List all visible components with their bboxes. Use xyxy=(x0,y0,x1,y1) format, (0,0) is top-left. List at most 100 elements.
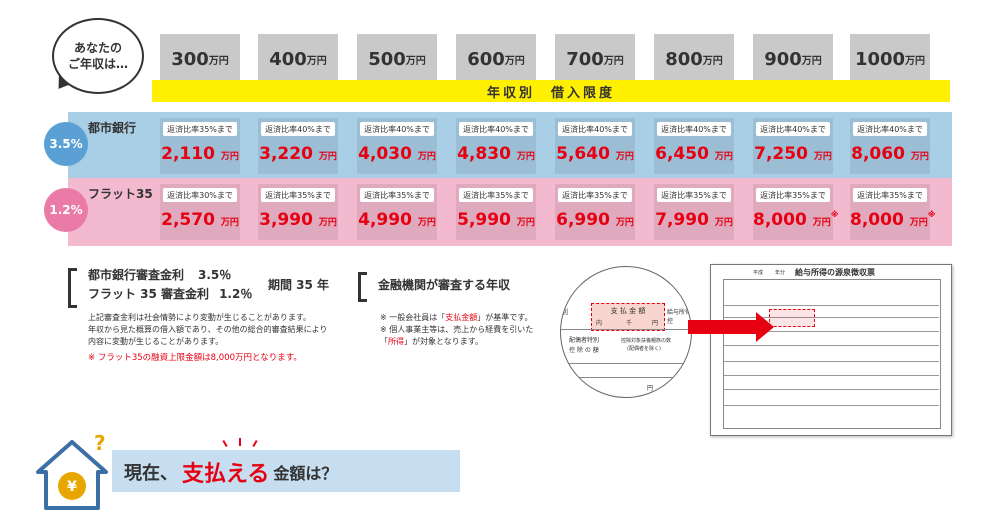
doc-line xyxy=(723,389,939,390)
loan-amount-value: 8,000 xyxy=(850,210,904,230)
loan-amount-unit: 万円 xyxy=(813,152,832,162)
loan-amount-unit: 万円 xyxy=(516,218,535,228)
loan-amount-value: 5,640 xyxy=(556,144,610,164)
doc-line xyxy=(723,361,939,362)
repayment-ratio-tag: 返済比率35%まで xyxy=(657,188,731,202)
income-unit: 万円 xyxy=(801,55,822,67)
table-title-bar: 年収別 借入限度 xyxy=(152,80,950,102)
footnote-mark: ※ xyxy=(830,210,839,219)
loan-amount-unit: 万円 xyxy=(714,152,733,162)
loan-amount-unit: 万円 xyxy=(516,152,535,162)
loan-amount: 2,570 万円 xyxy=(160,210,240,230)
mag-field4: 控 除 の 額 xyxy=(569,347,599,354)
flat35-limit-note: ※ フラット35の融資上限金額は8,000万円となります。 xyxy=(88,353,302,363)
loan-term: 期間 35 年 xyxy=(268,278,330,292)
loan-amount-value: 5,990 xyxy=(457,210,511,230)
city-bank-rate-value: 3.5％ xyxy=(198,268,232,282)
loan-amount-unit: 万円 xyxy=(909,218,928,228)
notes-bracket-mid xyxy=(358,272,367,302)
withholding-slip-image: 平成 年分 給与所得の源泉徴収票 xyxy=(710,264,952,436)
emphasis-rays xyxy=(220,438,260,448)
income-value: 1000 xyxy=(854,48,906,70)
mag-line xyxy=(561,329,691,330)
loan-amount-value: 4,030 xyxy=(358,144,412,164)
payment-amount-label: 支 払 金 額 xyxy=(610,307,646,315)
loan-amount: 8,000 万円※ xyxy=(753,210,839,230)
footnote-mark: ※ xyxy=(927,210,936,219)
doc-line xyxy=(723,305,939,306)
city-bank-rate-label: 都市銀行審査金利 xyxy=(88,268,185,282)
doc-era-label: 平成 xyxy=(753,270,764,276)
mag-row3: 円 xyxy=(652,320,659,327)
repayment-ratio-tag: 返済比率40%まで xyxy=(756,122,830,136)
loan-amount-value: 7,250 xyxy=(754,144,808,164)
income-value: 800 xyxy=(665,48,703,70)
loan-amount-value: 7,990 xyxy=(655,210,709,230)
flat35-label: フラット35 xyxy=(88,187,153,201)
repayment-ratio-tag: 返済比率35%まで xyxy=(163,122,237,136)
doc-line xyxy=(723,331,939,332)
loan-amount-value: 4,830 xyxy=(457,144,511,164)
loan-amount-value: 6,990 xyxy=(556,210,610,230)
note3-pre: 「 xyxy=(380,337,388,346)
loan-amount-value: 8,060 xyxy=(851,144,905,164)
mag-field3: 配偶者特別 xyxy=(569,337,600,344)
repayment-ratio-tag: 返済比率35%まで xyxy=(558,188,632,202)
flat35-rate-value: 1.2％ xyxy=(219,287,253,301)
loan-amount-value: 2,570 xyxy=(161,210,215,230)
note1-post: 」が基準です。 xyxy=(477,313,533,322)
loan-amount: 6,450 万円 xyxy=(654,144,734,164)
income-unit: 万円 xyxy=(504,55,525,67)
loan-amount-value: 6,450 xyxy=(655,144,709,164)
bottom-banner xyxy=(112,450,460,492)
loan-amount: 8,000 万円※ xyxy=(850,210,936,230)
flat35-rate-badge: 1.2% xyxy=(44,188,88,232)
disclaimer-text: 上記審査金利は社会情勢により変動が生じることがあります。 年収から見た概算の借入… xyxy=(88,312,327,348)
income-value: 300 xyxy=(171,48,209,70)
loan-amount-value: 4,990 xyxy=(358,210,412,230)
income-unit: 万円 xyxy=(603,55,624,67)
loan-amount: 7,990 万円 xyxy=(654,210,734,230)
loan-amount: 6,990 万円 xyxy=(555,210,635,230)
doc-table xyxy=(723,279,941,429)
doc-highlight-box xyxy=(769,309,815,327)
note1-pre: ※ 一般会社員は「 xyxy=(380,313,446,322)
loan-amount-unit: 万円 xyxy=(318,218,337,228)
repayment-ratio-tag: 返済比率35%まで xyxy=(261,188,335,202)
doc-title: 給与所得の源泉徴収票 xyxy=(795,268,875,277)
income-question-bubble: あなたの ご年収は… xyxy=(52,18,144,94)
loan-amount-unit: 万円 xyxy=(714,218,733,228)
yen-symbol: ¥ xyxy=(67,479,77,495)
repayment-ratio-tag: 返済比率40%まで xyxy=(558,122,632,136)
mag-top-label: 別 xyxy=(561,308,568,316)
disclaimer-line-1: 上記審査金利は社会情勢により変動が生じることがあります。 xyxy=(88,313,312,322)
banner-text: 現在、 支払える 金額は？ xyxy=(124,452,337,492)
repayment-ratio-tag: 返済比率35%まで xyxy=(360,188,434,202)
repayment-ratio-tag: 返済比率40%まで xyxy=(360,122,434,136)
income-value: 900 xyxy=(764,48,802,70)
loan-amount-value: 2,110 xyxy=(161,144,215,164)
doc-year-label: 年分 xyxy=(775,270,786,276)
loan-amount: 5,990 万円 xyxy=(456,210,536,230)
loan-amount-value: 3,220 xyxy=(259,144,313,164)
loan-amount: 5,640 万円 xyxy=(555,144,635,164)
city-bank-rate-badge: 3.5% xyxy=(44,122,88,166)
doc-line xyxy=(723,375,939,376)
loan-amount: 3,990 万円 xyxy=(258,210,338,230)
banner-post: 金額は？ xyxy=(273,464,338,483)
mag-line xyxy=(561,377,691,378)
income-value: 400 xyxy=(269,48,307,70)
income-value: 500 xyxy=(368,48,406,70)
repayment-ratio-tag: 返済比率35%まで xyxy=(853,188,927,202)
note3-post: 」が対象となります。 xyxy=(404,337,483,346)
income-unit: 万円 xyxy=(702,55,723,67)
notes-bracket-left xyxy=(68,268,77,308)
mag-side: 給与所得控 xyxy=(667,309,692,325)
banner-pre: 現在、 xyxy=(124,463,178,484)
loan-amount-unit: 万円 xyxy=(318,152,337,162)
